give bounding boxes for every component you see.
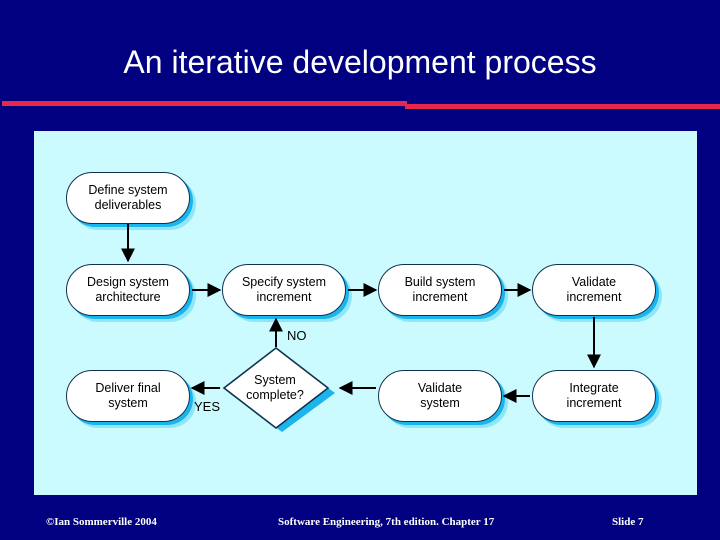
node-validsys-line2: system: [420, 396, 460, 410]
node-design-line1: Design system: [87, 275, 169, 289]
node-build-line1: Build system: [404, 275, 476, 289]
node-define-line1: Define system: [88, 183, 168, 197]
diamond-shape: [222, 346, 335, 432]
node-deliver-line1: Deliver final: [95, 381, 161, 395]
node-validate-increment[interactable]: Validate increment: [532, 264, 656, 316]
node-build-line2: increment: [412, 290, 468, 304]
node-specify-system-increment[interactable]: Specify system increment: [222, 264, 346, 316]
diagram-panel: System complete? Define system deliverab…: [34, 131, 697, 495]
page-title: An iterative development process: [123, 44, 597, 80]
node-validinc-line2: increment: [566, 290, 622, 304]
node-validinc-line1: Validate: [571, 275, 617, 289]
node-deliver-line2: system: [108, 396, 148, 410]
node-deliver-final-system[interactable]: Deliver final system: [66, 370, 190, 422]
node-build-system-increment[interactable]: Build system increment: [378, 264, 502, 316]
title-rule-left: [2, 101, 407, 106]
footer-slide-number: Slide 7: [612, 516, 644, 528]
node-validsys-line1: Validate: [417, 381, 463, 395]
decision-system-complete[interactable]: System complete?: [220, 346, 338, 432]
node-validate-system[interactable]: Validate system: [378, 370, 502, 422]
footer-copyright: ©Ian Sommerville 2004: [46, 516, 157, 528]
node-define-system-deliverables[interactable]: Define system deliverables: [66, 172, 190, 224]
title-rule-right: [405, 104, 720, 109]
node-specify-line1: Specify system: [241, 275, 327, 289]
node-specify-line2: increment: [256, 290, 312, 304]
node-define-line2: deliverables: [94, 198, 162, 212]
footer-book-title: Software Engineering, 7th edition. Chapt…: [278, 516, 495, 528]
node-design-system-architecture[interactable]: Design system architecture: [66, 264, 190, 316]
node-design-line2: architecture: [95, 290, 161, 304]
node-integrate-line2: increment: [566, 396, 622, 410]
edge-label-no: NO: [287, 328, 307, 343]
edge-label-yes: YES: [194, 399, 221, 414]
node-integrate-increment[interactable]: Integrate increment: [532, 370, 656, 422]
node-integrate-line1: Integrate: [569, 381, 619, 395]
